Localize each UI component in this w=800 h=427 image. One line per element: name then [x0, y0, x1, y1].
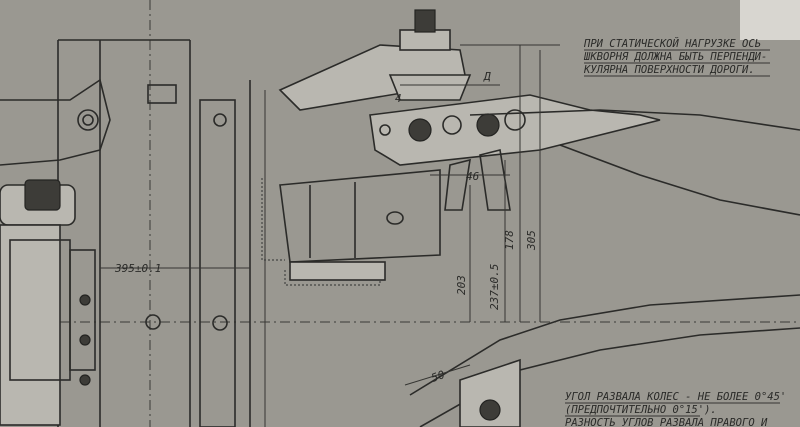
note-top-line-3: КУЛЯРНА ПОВЕРХНОСТИ ДОРОГИ. — [583, 64, 755, 76]
note-bottom-line-2: (ПРЕДПОЧТИТЕЛЬНО 0°15'). — [565, 404, 717, 416]
note-top-line-1: ПРИ СТАТИЧЕСКОЙ НАГРУЗКЕ ОСЬ — [583, 37, 761, 50]
dim-v4: 203 — [455, 275, 468, 295]
dimension-lines — [100, 44, 560, 386]
tie-rod — [444, 149, 511, 211]
dim-v7: 4 — [395, 92, 402, 105]
dim-v5: 237±0.5 — [488, 264, 501, 310]
left-bracket — [0, 78, 228, 331]
steering-knuckle — [369, 94, 661, 166]
dim-v3: 305 — [525, 230, 538, 251]
note-top-line-2: ШКВОРНЯ ДОЛЖНА БЫТЬ ПЕРПЕНДИ- — [583, 51, 767, 63]
note-bottom-line-3: РАЗНОСТЬ УГЛОВ РАЗВАЛА ПРАВОГО И — [565, 417, 768, 427]
spring-hub-assembly — [0, 179, 96, 426]
dim-d-top: Д — [483, 70, 491, 83]
dim-width-main: 395±0.1 — [114, 262, 161, 275]
paper-highlight — [740, 0, 800, 40]
lower-arm — [261, 169, 441, 286]
dim-v2: 178 — [503, 230, 516, 250]
dim-v1: 46 — [466, 170, 480, 183]
note-bottom-line-1: УГОЛ РАЗВАЛА КОЛЕС - НЕ БОЛЕЕ 0°45' — [565, 391, 786, 403]
dim-v6: 50 — [430, 368, 447, 385]
upper-arm — [278, 9, 472, 111]
axle-beam — [409, 109, 800, 427]
